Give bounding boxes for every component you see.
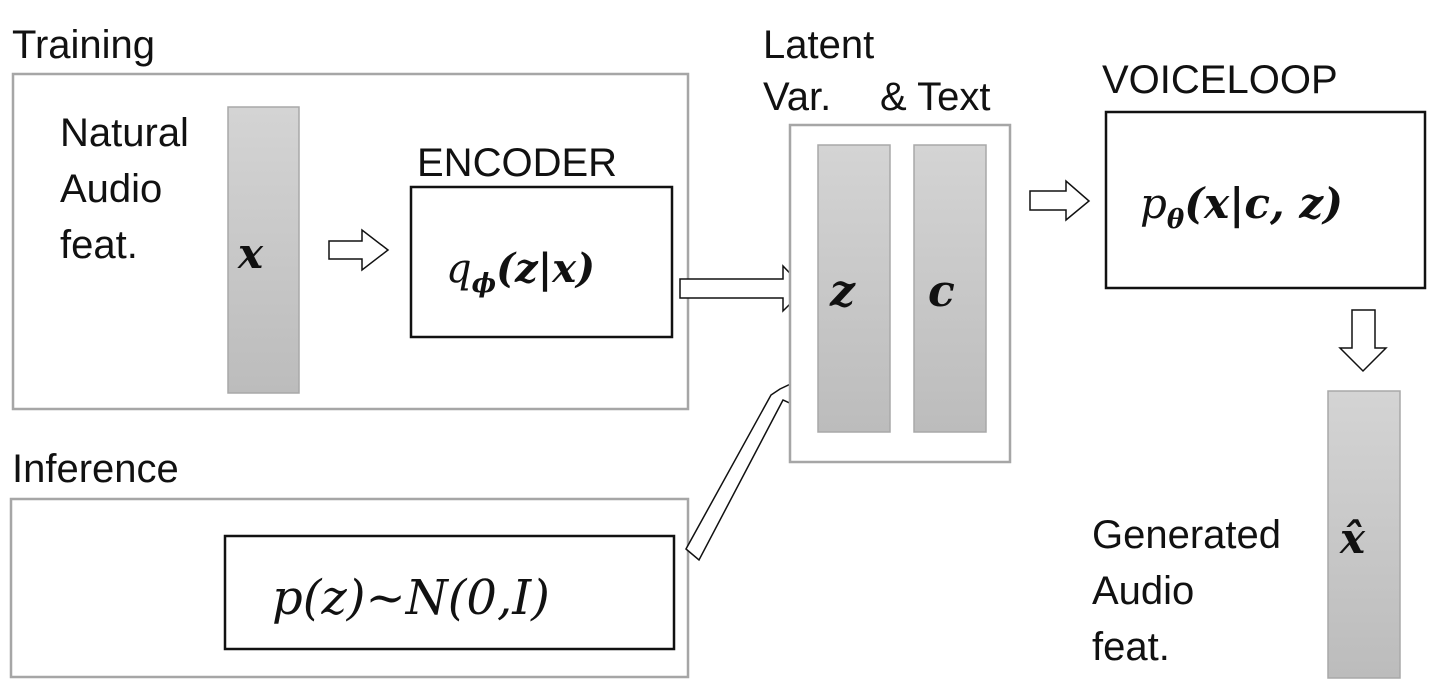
encoder-formula-body: (z|x)	[496, 245, 595, 292]
latent-title-var: Var.	[763, 75, 831, 119]
arrow-down-icon	[1338, 309, 1388, 373]
output-variable-x-hat: x̂	[1339, 514, 1366, 563]
arrow-right-icon	[1029, 179, 1091, 222]
natural-audio-label-line3: feat.	[60, 223, 138, 267]
training-title: Training	[12, 23, 155, 67]
natural-audio-label-line2: Audio	[60, 167, 162, 211]
generated-audio-feature-bar	[1327, 390, 1401, 679]
generated-audio-label: Generated Audio feat.	[1092, 513, 1281, 669]
latent-title-text: & Text	[880, 75, 990, 119]
text-c-bar	[913, 144, 987, 433]
natural-audio-feature-bar	[227, 106, 300, 394]
prior-formula: p(z)~N(0,I)	[272, 570, 550, 626]
latent-z-bar	[817, 144, 891, 433]
voiceloop-block	[1104, 110, 1427, 290]
inference-title: Inference	[12, 447, 179, 491]
generated-audio-label-line1: Generated	[1092, 513, 1281, 557]
voiceloop-formula-body: (x|c, z)	[1184, 179, 1343, 228]
input-variable-x: x	[237, 229, 264, 278]
arrow-right-icon	[328, 228, 390, 272]
natural-audio-label-line1: Natural	[60, 111, 189, 155]
text-variable-c: c	[928, 266, 955, 317]
arrow-right-icon	[679, 264, 807, 313]
natural-audio-label: Natural Audio feat.	[60, 111, 189, 267]
latent-title-line1: Latent	[763, 23, 874, 67]
voiceloop-formula-base: p	[1140, 179, 1167, 228]
generated-audio-label-line3: feat.	[1092, 625, 1170, 669]
encoder-title: ENCODER	[417, 141, 617, 185]
voiceloop-title: VOICELOOP	[1102, 58, 1338, 102]
arrow-diagonal-icon	[685, 378, 801, 562]
voiceloop-formula-sub: θ	[1167, 205, 1185, 235]
encoder-formula-sub: ϕ	[472, 269, 496, 299]
latent-variable-z: z	[829, 266, 856, 317]
voiceloop-formula: pθ(x|c, z)	[1140, 179, 1343, 235]
encoder-formula: qϕ(z|x)	[446, 245, 595, 299]
encoder-formula-base: q	[446, 246, 472, 292]
encoder-block	[409, 185, 674, 339]
generated-audio-label-line2: Audio	[1092, 569, 1194, 613]
prior-block	[223, 534, 676, 651]
